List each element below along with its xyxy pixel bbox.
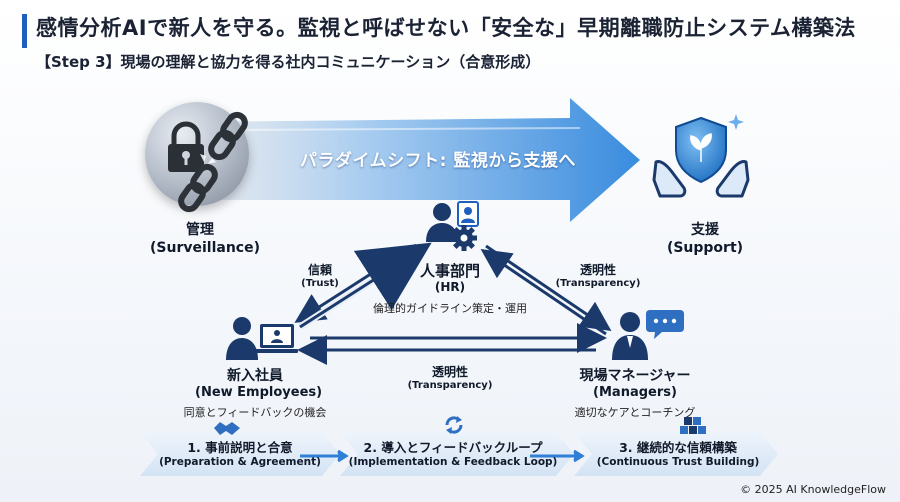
lock-icon (168, 121, 204, 172)
trust-building-blocks-icon (680, 417, 706, 434)
hr-people-gear-icon (426, 201, 479, 251)
hr-description: 倫理的ガイドライン策定・運用 (373, 302, 527, 315)
page-title: 感情分析AIで新人を守る。監視と呼ばせない「安全な」早期離職防止システム構築法 (36, 16, 856, 40)
manager-chat-icon (612, 310, 684, 360)
paradigm-shift-label: パラダイムシフト: 監視から支援へ (300, 151, 576, 171)
copyright-footer: © 2025 AI KnowledgeFlow (740, 483, 886, 496)
surveillance-label: 管理 (Surveillance) (150, 222, 260, 256)
handshake-icon (214, 422, 240, 435)
hr-label: 人事部門 (HR) (419, 262, 480, 294)
edge-label-transparency-bottom: 透明性 (Transparency) (407, 365, 493, 391)
edge-label-trust: 信頼 (Trust) (301, 263, 339, 289)
feedback-loop-icon (445, 416, 463, 434)
broken-chain-icon (178, 111, 248, 213)
step-2-label: 2. 導入とフィードバックループ (Implementation & Feedb… (348, 440, 558, 468)
step-3-label: 3. 継続的な信頼構築 (Continuous Trust Building) (596, 440, 760, 468)
title-accent-bar (22, 14, 27, 48)
step-1-label: 1. 事前説明と合意 (Preparation & Agreement) (159, 440, 321, 468)
support-hands-shield-icon (652, 114, 750, 198)
new-employees-label: 新入社員 (New Employees) (195, 368, 323, 400)
managers-label: 現場マネージャー (Managers) (579, 368, 691, 400)
support-label: 支援 (Support) (666, 222, 744, 256)
managers-description: 適切なケアとコーチング (574, 406, 696, 419)
edge-label-transparency-right: 透明性 (Transparency) (555, 263, 641, 289)
new-employees-description: 同意とフィードバックの機会 (183, 406, 327, 419)
new-employee-laptop-icon (226, 317, 298, 360)
page-subtitle: 【Step 3】現場の理解と協力を得る社内コミュニケーション（合意形成） (36, 53, 541, 71)
